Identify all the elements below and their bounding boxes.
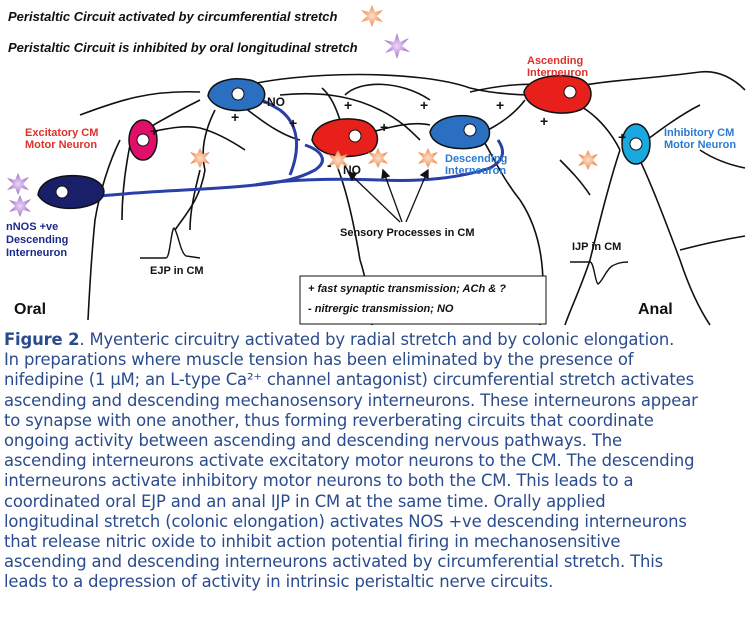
plus-mark: + xyxy=(618,129,626,145)
caption-line-1: Figure 2. Myenteric circuitry activated … xyxy=(4,330,744,350)
oral-label: Oral xyxy=(14,301,46,318)
inhibitory-label-2: Motor Neuron xyxy=(664,139,736,151)
plus-mark: + xyxy=(231,109,239,125)
myenteric-circuit-diagram: Peristaltic Circuit activated by circumf… xyxy=(6,5,746,326)
caption-line: longitudinal stretch (colonic elongation… xyxy=(4,511,687,531)
inhibitory-label-1: Inhibitory CM xyxy=(664,127,734,139)
red-interneuron-middle xyxy=(311,118,379,158)
caption-line: ascending and descending mechanosensory … xyxy=(4,390,698,410)
nnos-descending-interneuron xyxy=(37,174,105,210)
transmission-key: + fast synaptic transmission; ACh & ? - … xyxy=(299,275,547,325)
plus-mark: + xyxy=(420,97,428,113)
caption-line: In preparations where muscle tension has… xyxy=(4,350,634,370)
caption-line: ongoing activity between ascending and d… xyxy=(4,431,622,451)
ascending-label-2: Interneuron xyxy=(527,67,588,79)
key-fast: + fast synaptic transmission; ACh & ? xyxy=(308,283,506,295)
ejp-label: EJP in CM xyxy=(150,265,204,277)
no-label-upper: -NO xyxy=(263,95,285,109)
inhibitory-motor-neuron xyxy=(621,123,651,165)
legend-circumferential: Peristaltic Circuit activated by circumf… xyxy=(8,9,338,24)
nnos-label-3: Interneuron xyxy=(6,247,67,259)
caption-text: . Myenteric circuitry activated by radia… xyxy=(79,330,675,349)
plus-mark: + xyxy=(540,113,548,129)
plus-mark: + xyxy=(344,97,352,113)
caption-line: ascending and descending interneurons ac… xyxy=(4,552,664,572)
ejp-trace xyxy=(140,227,201,259)
excitatory-label-2: Motor Neuron xyxy=(25,139,97,151)
excitatory-label-1: Excitatory CM xyxy=(25,127,98,139)
figure-label: Figure 2 xyxy=(4,330,80,349)
ascending-interneuron xyxy=(523,74,592,114)
descending-interneuron xyxy=(429,114,491,150)
nos-fibre xyxy=(99,96,504,198)
caption-line: to synapse with one another, thus formin… xyxy=(4,410,654,430)
figure-caption: Figure 2. Myenteric circuitry activated … xyxy=(4,330,744,593)
plus-mark: + xyxy=(496,97,504,113)
minus-mark: - xyxy=(327,157,332,173)
sensory-arrows xyxy=(346,168,429,223)
nnos-label-1: nNOS +ve xyxy=(6,221,58,233)
blue-interneuron-upper xyxy=(207,78,266,112)
orange-burst-icon xyxy=(361,5,383,27)
plus-mark: + xyxy=(380,119,388,135)
legend-longitudinal: Peristaltic Circuit is inhibited by oral… xyxy=(8,40,358,55)
excitatory-motor-neuron xyxy=(128,119,158,161)
caption-line: leads to a depression of activity in int… xyxy=(4,572,554,592)
caption-line: nifedipine (1 μM; an L-type Ca²⁺ channel… xyxy=(4,370,694,390)
nnos-label-2: Descending xyxy=(6,234,68,246)
caption-line: interneurons activate inhibitory motor n… xyxy=(4,471,634,491)
purple-burst-icon xyxy=(384,33,410,59)
descending-label-2: Interneuron xyxy=(445,165,506,177)
key-nitrergic: - nitrergic transmission; NO xyxy=(308,303,454,315)
sensory-processes-label: Sensory Processes in CM xyxy=(340,227,475,239)
caption-line: coordinated oral EJP and an anal IJP in … xyxy=(4,491,606,511)
ijp-label: IJP in CM xyxy=(572,241,621,253)
stretch-bursts-purple xyxy=(7,173,31,217)
stretch-bursts-orange xyxy=(190,148,598,170)
caption-line: that release nitric oxide to inhibit act… xyxy=(4,532,621,552)
ijp-trace xyxy=(570,261,629,285)
plus-mark: + xyxy=(150,123,158,139)
caption-line: ascending interneurons activate excitato… xyxy=(4,451,695,471)
anal-label: Anal xyxy=(638,301,673,318)
descending-label-1: Descending xyxy=(445,153,507,165)
plus-mark: + xyxy=(289,115,297,131)
ascending-label-1: Ascending xyxy=(527,55,583,67)
